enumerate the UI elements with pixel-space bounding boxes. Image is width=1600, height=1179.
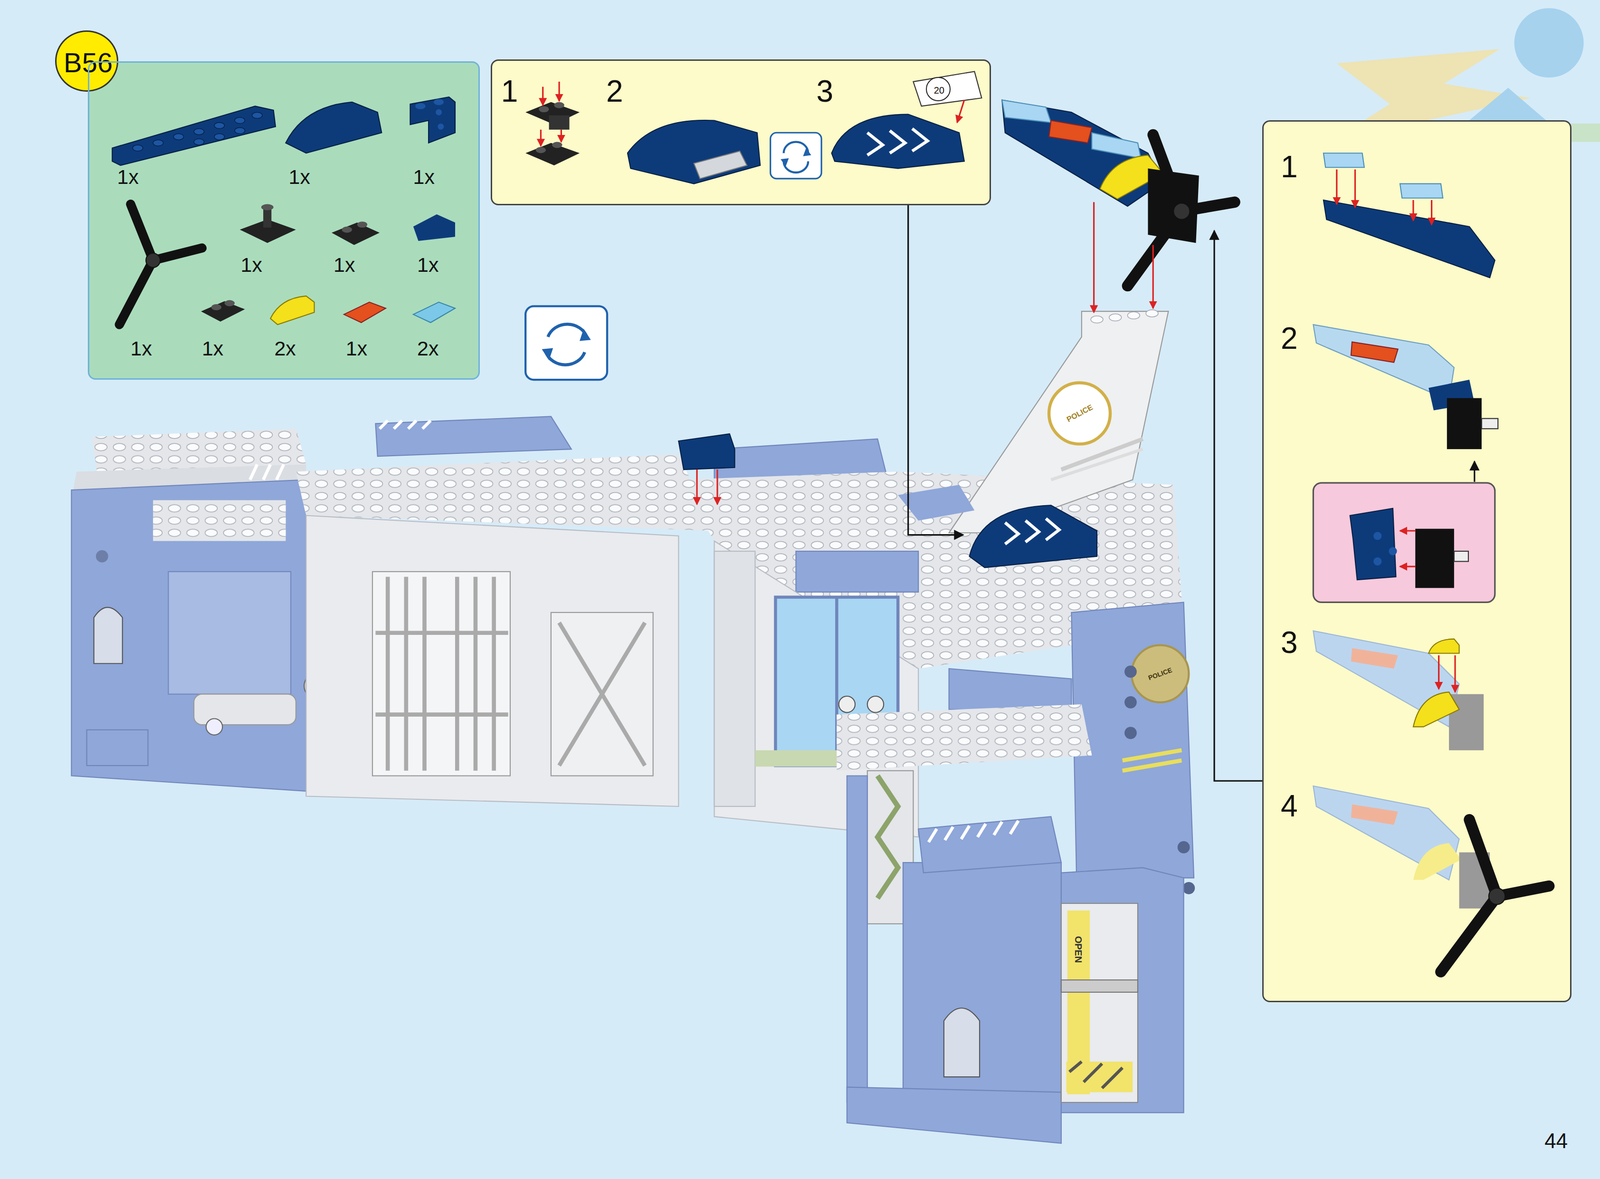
callout-number: 1 xyxy=(1280,151,1298,182)
sticker-number: 20 xyxy=(925,76,951,102)
part-quantity: 1x xyxy=(413,166,435,188)
substep-callout: 1 2 3 20 xyxy=(490,59,991,206)
callout-number: 20 xyxy=(933,85,945,96)
callout-number: 1 xyxy=(501,76,519,107)
part-quantity: 2x xyxy=(274,338,296,359)
callout-number: 3 xyxy=(1280,627,1298,658)
part-quantity: 1x xyxy=(288,166,310,188)
part-quantity: 1x xyxy=(130,338,153,359)
callout-number: 2 xyxy=(1280,323,1298,354)
page-number: 44 xyxy=(1543,1129,1569,1152)
callout-number: 2 xyxy=(606,76,624,107)
subassembly-callout: 1 2 3 4 xyxy=(1262,120,1572,1002)
part-quantity: 1x xyxy=(240,254,263,276)
part-quantity: 1x xyxy=(201,338,224,359)
part-quantity: 1x xyxy=(345,338,368,359)
parts-panel: 1x 1x 1x 1x 1x 1x 1x 1x 2x 1x 2x xyxy=(87,61,480,380)
part-quantity: 2x xyxy=(417,338,439,359)
part-quantity: 1x xyxy=(117,166,139,188)
callout-number: 3 xyxy=(816,76,834,107)
door-text: OPEN xyxy=(1073,934,1084,964)
callout-number: 4 xyxy=(1280,790,1298,821)
part-quantity: 1x xyxy=(417,254,439,276)
part-quantity: 1x xyxy=(333,254,355,276)
